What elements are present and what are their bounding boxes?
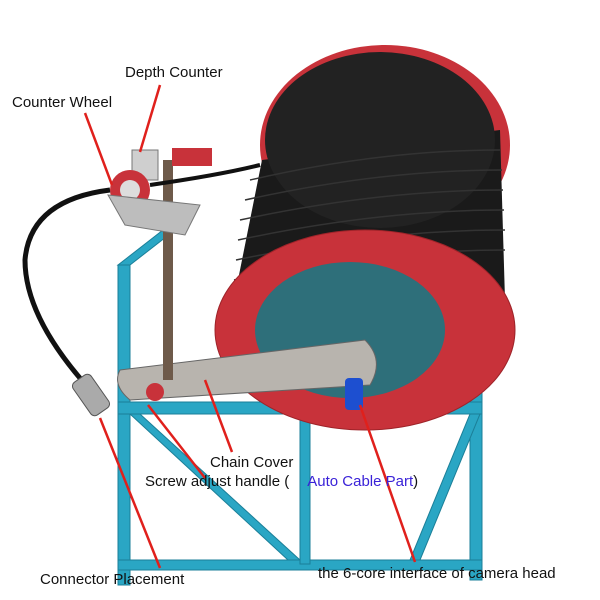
label-depth-counter: Depth Counter <box>125 64 223 81</box>
label-connector-placement: Connector Placement <box>40 571 185 588</box>
counter-assembly <box>107 148 212 236</box>
screw-shaft <box>163 160 173 380</box>
chain-cover <box>117 339 377 410</box>
screw-adjust-text: Screw adjust handle ( <box>145 473 290 490</box>
frame <box>116 229 483 586</box>
label-counter-wheel: Counter Wheel <box>12 94 113 111</box>
label-screw-adjust-handle: Screw adjust handle ( Auto Cable Part) <box>145 474 418 489</box>
label-chain-cover: Chain Cover <box>210 454 294 471</box>
camera-cable <box>22 187 111 397</box>
label-auto-cable-part: Auto Cable Part <box>307 473 414 490</box>
connector <box>71 373 111 417</box>
label-camera-interface: the 6-core interface of camera head <box>318 565 556 582</box>
close-paren: ) <box>413 473 419 490</box>
leader-lines <box>83 84 417 569</box>
